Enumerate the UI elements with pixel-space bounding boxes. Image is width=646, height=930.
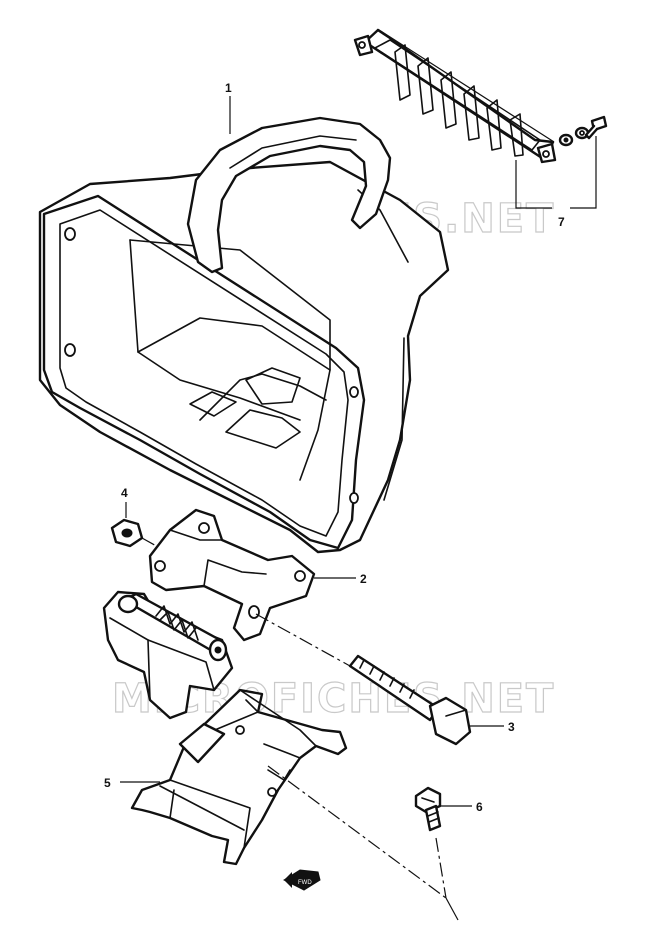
leader-7c — [570, 164, 597, 209]
grille-fasteners — [558, 115, 608, 147]
callout-7: 7 — [558, 215, 565, 229]
latch-assembly — [102, 590, 234, 720]
headlight-housing — [38, 116, 450, 554]
centerline-6 — [435, 837, 447, 899]
callout-3: 3 — [508, 720, 515, 734]
centerline-3 — [255, 613, 351, 667]
hex-bolt — [348, 654, 472, 746]
stand-bracket — [130, 688, 348, 866]
front-arrow-icon: FWD — [282, 869, 321, 891]
screw — [414, 786, 442, 832]
leader-7a — [515, 160, 552, 209]
callout-5: 5 — [104, 776, 111, 790]
centerline-4 — [141, 537, 161, 549]
hinge-bracket — [148, 508, 316, 642]
front-arrow-label: FWD — [298, 880, 312, 886]
callout-6: 6 — [476, 800, 483, 814]
centerline-join — [445, 897, 459, 921]
grille-guard — [353, 28, 557, 164]
callout-1: 1 — [225, 81, 232, 95]
centerline-5 — [267, 765, 447, 899]
callout-4: 4 — [121, 486, 128, 500]
callout-2: 2 — [360, 572, 367, 586]
hex-nut — [110, 518, 144, 548]
